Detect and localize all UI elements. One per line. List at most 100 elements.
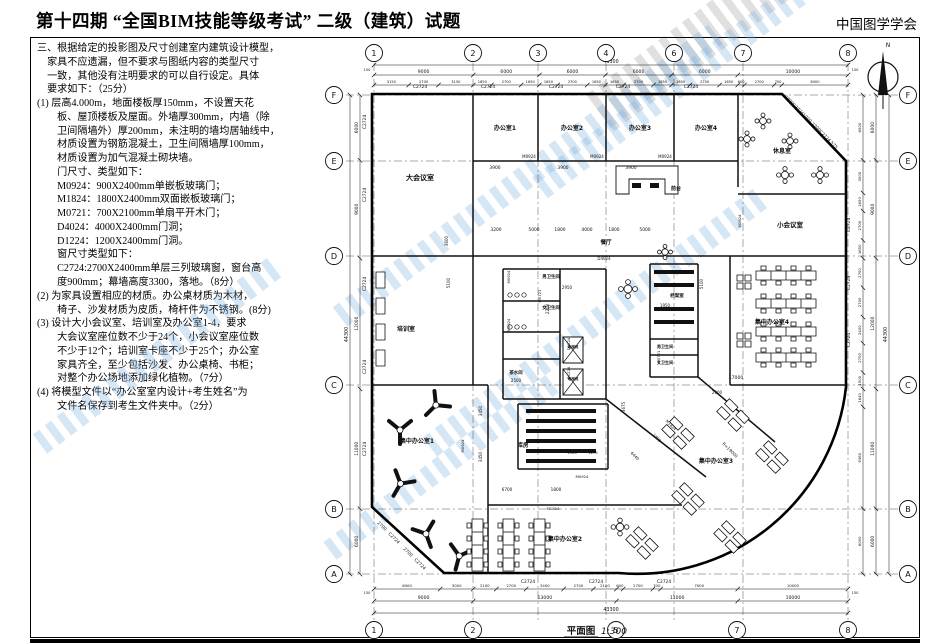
grid-bubble (900, 377, 917, 394)
dim-chain-bottom-total: 43300 (372, 607, 850, 615)
annotation-label: 3600 (444, 235, 449, 246)
plan-title: 平面图 1:300 (564, 626, 627, 637)
office4-desk-rows (737, 265, 817, 368)
grid-bubble-label: C (905, 381, 911, 390)
annotation-label: C2724 (362, 188, 368, 202)
dim-chain-right-detail: 6000300016502700165027002700240027001500… (857, 93, 865, 576)
toilet-fixtures (508, 293, 526, 329)
dim-label: 1650 (478, 80, 488, 84)
annotation-label: 3675 (621, 401, 626, 412)
annotation-label: 5000 (528, 227, 539, 233)
grid-bubble (465, 45, 482, 62)
annotation-label: M0924 (658, 154, 672, 159)
annotation-label: 575 (829, 140, 839, 150)
dim-label: 3400 (540, 583, 550, 588)
bottom-edge (30, 639, 920, 643)
storage-shelves (526, 409, 596, 463)
dim-label: 6000 (857, 536, 862, 546)
annotation-label: C2724 (818, 129, 832, 143)
page-title: 第十四期 “全国BIM技能等级考试” 二级（建筑）试题 (36, 11, 461, 31)
dim-label: 7000 (694, 583, 704, 588)
grid-bubble (900, 501, 917, 518)
dim-label: 3150 (451, 80, 461, 84)
room-label: 女卫生间 (542, 304, 560, 311)
dim-label: 9360 (857, 452, 862, 462)
dim-label: 2700 (633, 583, 643, 588)
dim-label: 2400 (857, 325, 862, 335)
dim-label: 6000 (500, 69, 512, 75)
dim-label: 700 (775, 80, 783, 84)
grid-bubble (900, 248, 917, 265)
annotation-label: 3450 (478, 405, 483, 416)
dim-label: 1650 (724, 80, 734, 84)
dim-label: 2700 (634, 80, 644, 84)
grid-bubble-label: A (905, 570, 911, 579)
grid-bubble (900, 153, 917, 170)
annotation-label: C2724 (362, 442, 368, 456)
annotation-label: 1800 (554, 227, 565, 233)
annotation-label: M0721 (537, 289, 542, 303)
office3-pinwheel-desks (625, 398, 789, 560)
dim-label: 6000 (857, 122, 862, 132)
reception-desk (616, 166, 678, 194)
grid-bubble-label: 1 (371, 626, 376, 635)
room-label: 男卫生间 (542, 273, 560, 280)
grid-bubble (666, 45, 683, 62)
dim-chain-left-total: 44300 (344, 93, 352, 576)
grid-bubble-label: D (331, 252, 337, 261)
dim-label: 6000 (567, 69, 579, 75)
dim-label: 11000 (670, 595, 685, 601)
grid-bubble-label: B (905, 505, 911, 514)
dim-label: 2700 (574, 583, 584, 588)
dim-label: 9000 (870, 204, 876, 215)
annotation-label: 2950 (562, 285, 573, 290)
dim-label: 2100 (480, 583, 490, 588)
annotation-label: 3900 (557, 165, 568, 171)
org-label: 中国图学学会 (836, 17, 917, 32)
room-label: 电梯间 (568, 376, 579, 381)
grid-bubble (608, 622, 625, 639)
grid-bubble-label: 4 (603, 49, 608, 58)
dim-chain-right-total: 44300 (883, 93, 891, 576)
dim-label: 6000 (354, 122, 360, 133)
grid-bubble (530, 45, 547, 62)
grid-bubble-label: A (331, 570, 337, 579)
dim-label: 1650 (544, 80, 554, 84)
annotation-label: 1800 (652, 433, 663, 444)
dim-label: 9000 (354, 204, 360, 215)
dim-label: 1650 (592, 80, 602, 84)
annotation-label: 3900 (489, 165, 500, 171)
grid-bubble (326, 153, 343, 170)
annotation-label: D1224 (566, 337, 571, 350)
dim-label: 2700 (755, 80, 765, 84)
dim-label: 1650 (526, 80, 536, 84)
annotation-label: 3200 (490, 227, 501, 233)
annotation-label: M0924 (522, 154, 536, 159)
grid-bubble (900, 566, 917, 583)
dim-label: 11000 (354, 442, 360, 456)
room-label: 集中办公室3 (698, 457, 733, 465)
annotation-label: 2200 (545, 303, 550, 314)
grid-bubble (735, 45, 752, 62)
interior-walls (372, 94, 846, 573)
room-label: 前台 (671, 185, 681, 192)
annotation-label: 5100 (446, 277, 451, 288)
training-booths (376, 272, 385, 366)
dim-label: 2700 (568, 80, 578, 84)
dim-label: 2700 (506, 583, 516, 588)
annotation-label: 4000 (581, 227, 592, 233)
grid-bubble (326, 248, 343, 265)
grid-bubble-label: 8 (845, 49, 850, 58)
dim-label: 3000 (857, 171, 862, 181)
annotation-label: 1300 (567, 450, 577, 455)
grid-bubble-label: 7 (740, 49, 745, 58)
grid-bubble-label: E (331, 157, 336, 166)
annotation-label: C2724 (413, 84, 427, 90)
grid-bubble-label: 8 (845, 626, 850, 635)
annotation-label: M1824 (547, 506, 561, 511)
grid-bubble-label: 6 (671, 49, 676, 58)
